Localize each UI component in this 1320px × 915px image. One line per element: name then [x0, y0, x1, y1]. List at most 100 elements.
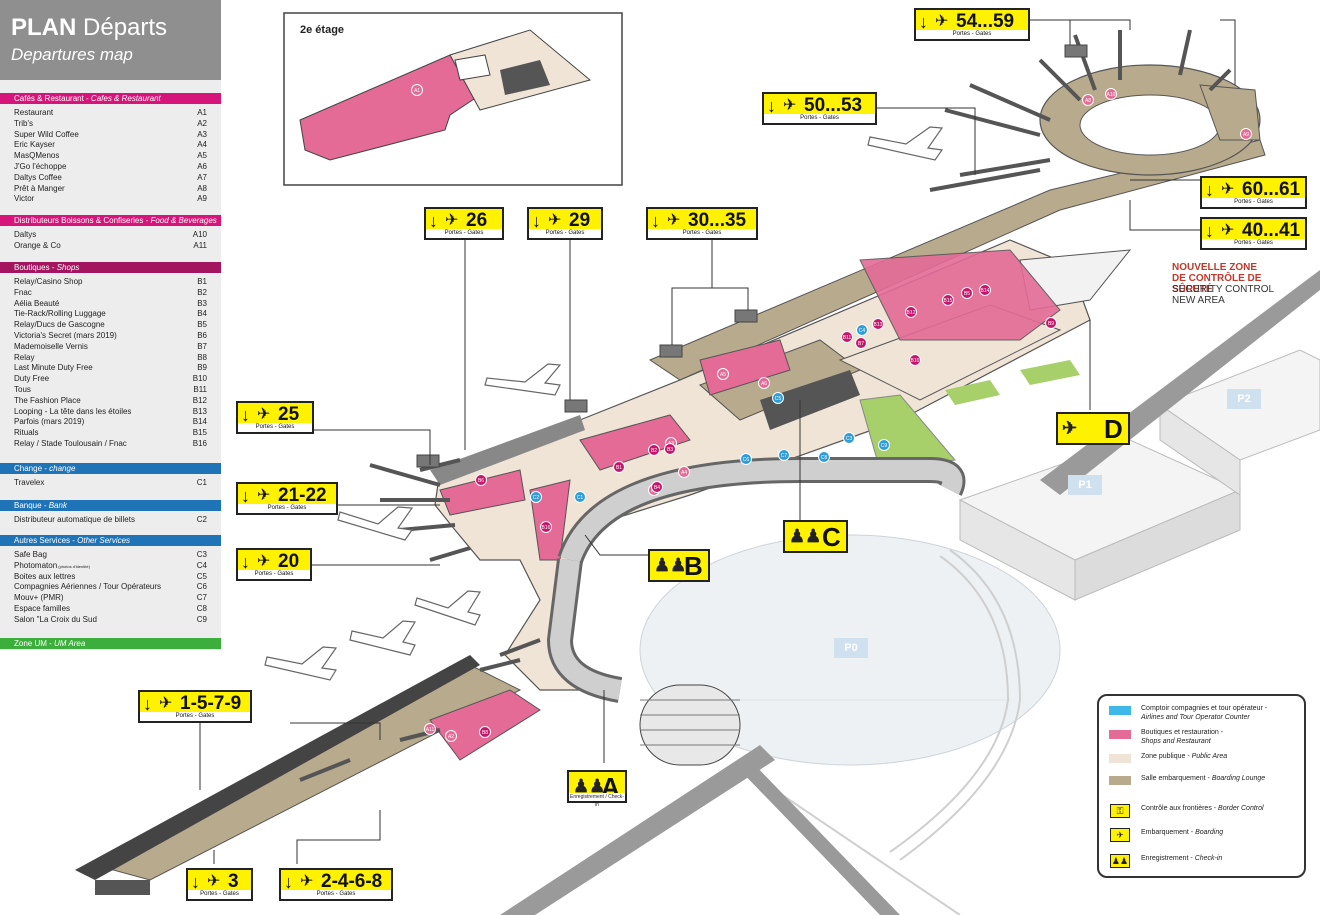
gate-caption: Portes - Gates	[281, 890, 391, 899]
item-code: C6	[196, 582, 207, 592]
gate-caption: Portes - Gates	[238, 570, 310, 579]
item-name: Super Wild Coffee	[14, 129, 79, 139]
gate-caption: Portes - Gates	[1202, 198, 1305, 207]
departure-arrow-icon: ↓	[241, 552, 250, 572]
boarding-icon: ✈	[1062, 418, 1078, 438]
item-code: C8	[196, 604, 207, 613]
legend-sidebar: PLAN Départs Departures map Cafés & Rest…	[0, 0, 221, 650]
category-separator: -	[42, 464, 50, 473]
item-code: C5	[196, 571, 207, 581]
category-label: Cafés & Restaurant	[14, 94, 84, 103]
legend-list-item: Last Minute Duty Free B9	[14, 363, 207, 373]
item-name: Boites aux lettres	[14, 571, 76, 581]
legend-text-en: Public Area	[1191, 753, 1228, 760]
map-marker: B12	[905, 306, 917, 318]
departure-arrow-icon: ↓	[284, 872, 293, 892]
title-block: PLAN Départs Departures map	[0, 0, 221, 80]
item-name: Safe Bag	[14, 550, 47, 559]
legend-text: Enregistrement - Check-in	[1141, 854, 1222, 863]
item-code: B1	[197, 277, 207, 286]
item-name: Rituals	[14, 428, 39, 438]
item-code: B12	[192, 395, 207, 405]
border-control-icon: ⚿	[1110, 804, 1130, 818]
departure-arrow-icon: ↓	[651, 211, 660, 231]
legend-text-fr: Salle embarquement -	[1141, 775, 1212, 782]
legend-text-en: Shops and Restaurant	[1141, 738, 1211, 745]
item-code: C7	[196, 593, 207, 603]
map-marker: B15	[942, 294, 954, 306]
map-marker: A6	[758, 377, 770, 389]
item-code: C1	[196, 478, 207, 487]
map-marker: A9	[1240, 128, 1252, 140]
category-separator: -	[46, 639, 55, 648]
legend-text-en: Boarding Lounge	[1211, 775, 1266, 782]
item-name: J'Go l'échoppe	[14, 162, 67, 171]
item-code: B9	[197, 363, 207, 373]
category-header: Banque - Bank	[0, 500, 221, 511]
item-code: B13	[192, 406, 207, 416]
item-name: Mademoiselle Vernis	[14, 341, 88, 351]
item-code: B14	[192, 417, 207, 427]
gate-number: 54...59	[956, 11, 1015, 32]
legend-list-item: Boites aux lettres C5	[14, 572, 207, 582]
item-code: B2	[197, 287, 207, 297]
rotunda-satellite	[1039, 64, 1261, 176]
category-label-en: Shops	[56, 263, 80, 272]
page-title: PLAN Départs	[11, 14, 168, 41]
item-code: B3	[197, 298, 207, 308]
category-label-en: UM Area	[54, 639, 86, 648]
boarding-icon: ✈	[1110, 828, 1130, 842]
item-name: The Fashion Place	[14, 395, 81, 405]
item-code: A4	[197, 140, 207, 150]
terminal-letter: D	[1104, 414, 1123, 444]
plane-icon: ✈	[1221, 181, 1235, 198]
map-marker: C4	[856, 324, 868, 336]
terminal-label: ✈D	[1056, 412, 1130, 445]
legend-swatch	[1109, 706, 1131, 715]
map-marker: B16	[540, 521, 552, 533]
terminal-note: Enregistrement / Check-in	[569, 793, 625, 808]
legend-text-en: Airlines and Tour Operator Counter	[1141, 714, 1250, 721]
floor-label: 2e étage	[300, 24, 345, 36]
item-code: B10	[192, 374, 207, 384]
floor-2-inset	[283, 12, 623, 186]
legend-swatch	[1109, 776, 1131, 785]
leader-lines	[199, 19, 1236, 864]
legend-text: Boutiques et restauration - Shops and Re…	[1141, 728, 1223, 746]
item-name: Last Minute Duty Free	[14, 363, 93, 373]
gate-caption: Portes - Gates	[764, 114, 875, 123]
item-code: B16	[192, 439, 207, 448]
item-name: Trib's	[14, 118, 34, 128]
category-label: Distributeurs Boissons & Confiseries	[14, 216, 144, 225]
departure-arrow-icon: ↓	[1205, 180, 1214, 200]
gate-caption: Portes - Gates	[916, 30, 1028, 39]
legend-text: Comptoir compagnies et tour opérateur - …	[1141, 704, 1267, 722]
gate-caption: Portes - Gates	[238, 504, 336, 513]
category-label: Banque	[14, 501, 42, 510]
category-label: Change	[14, 464, 43, 473]
parking-label: P2	[1227, 389, 1261, 409]
map-marker: C5	[772, 392, 784, 404]
map-marker: B11	[841, 331, 853, 343]
item-code: B8	[197, 352, 207, 362]
legend-text-fr: Boutiques et restauration -	[1141, 729, 1224, 736]
plane-icon: ✈	[207, 873, 221, 890]
